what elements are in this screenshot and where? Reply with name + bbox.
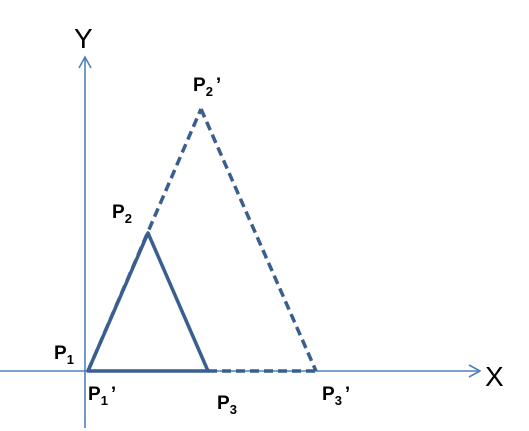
transformed-triangle bbox=[86, 108, 318, 373]
x-axis-label: X bbox=[485, 361, 504, 392]
label-p2: P2 bbox=[112, 202, 132, 226]
y-axis-label: Y bbox=[74, 23, 93, 54]
triangle-p1-p2-p3 bbox=[86, 231, 210, 373]
original-triangle bbox=[86, 231, 210, 373]
label-p1-prime: P1’ bbox=[88, 384, 116, 408]
label-p3-prime: P3’ bbox=[322, 384, 350, 408]
label-p3: P3 bbox=[217, 393, 237, 417]
label-p2-prime: P2’ bbox=[193, 75, 221, 99]
edge-p2prime-p3prime bbox=[199, 108, 318, 372]
label-p1: P1 bbox=[54, 343, 74, 367]
